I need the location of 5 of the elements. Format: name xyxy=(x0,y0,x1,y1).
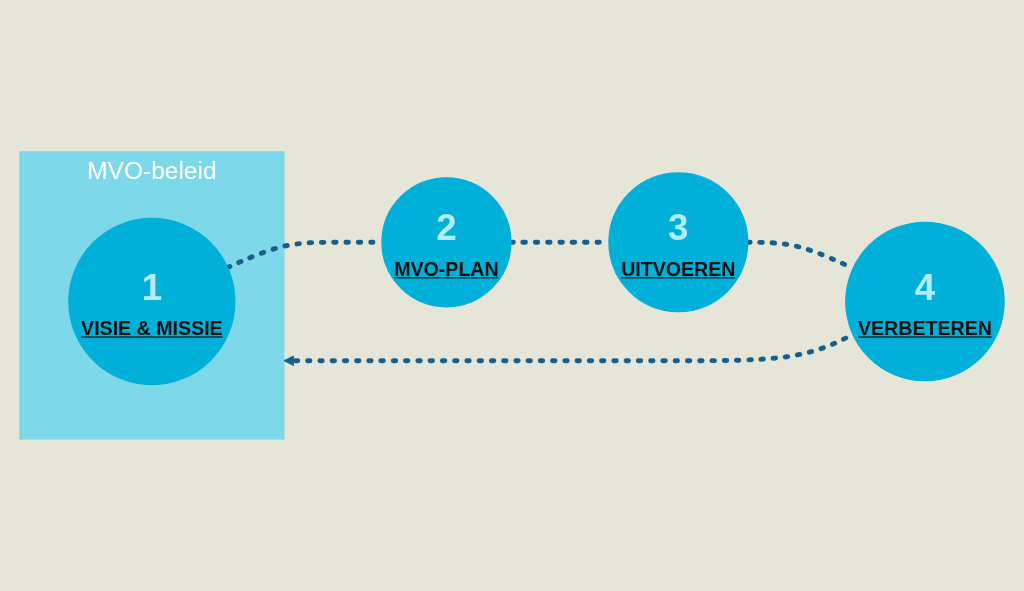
node-circle: 3 UITVOEREN xyxy=(608,172,749,313)
node-circle: 2 MVO-PLAN xyxy=(381,177,512,308)
node-circle: 4 VERBETEREN xyxy=(845,221,1005,382)
node-circle: 1 VISIE & MISSIE xyxy=(68,217,236,386)
arrow xyxy=(283,335,849,367)
